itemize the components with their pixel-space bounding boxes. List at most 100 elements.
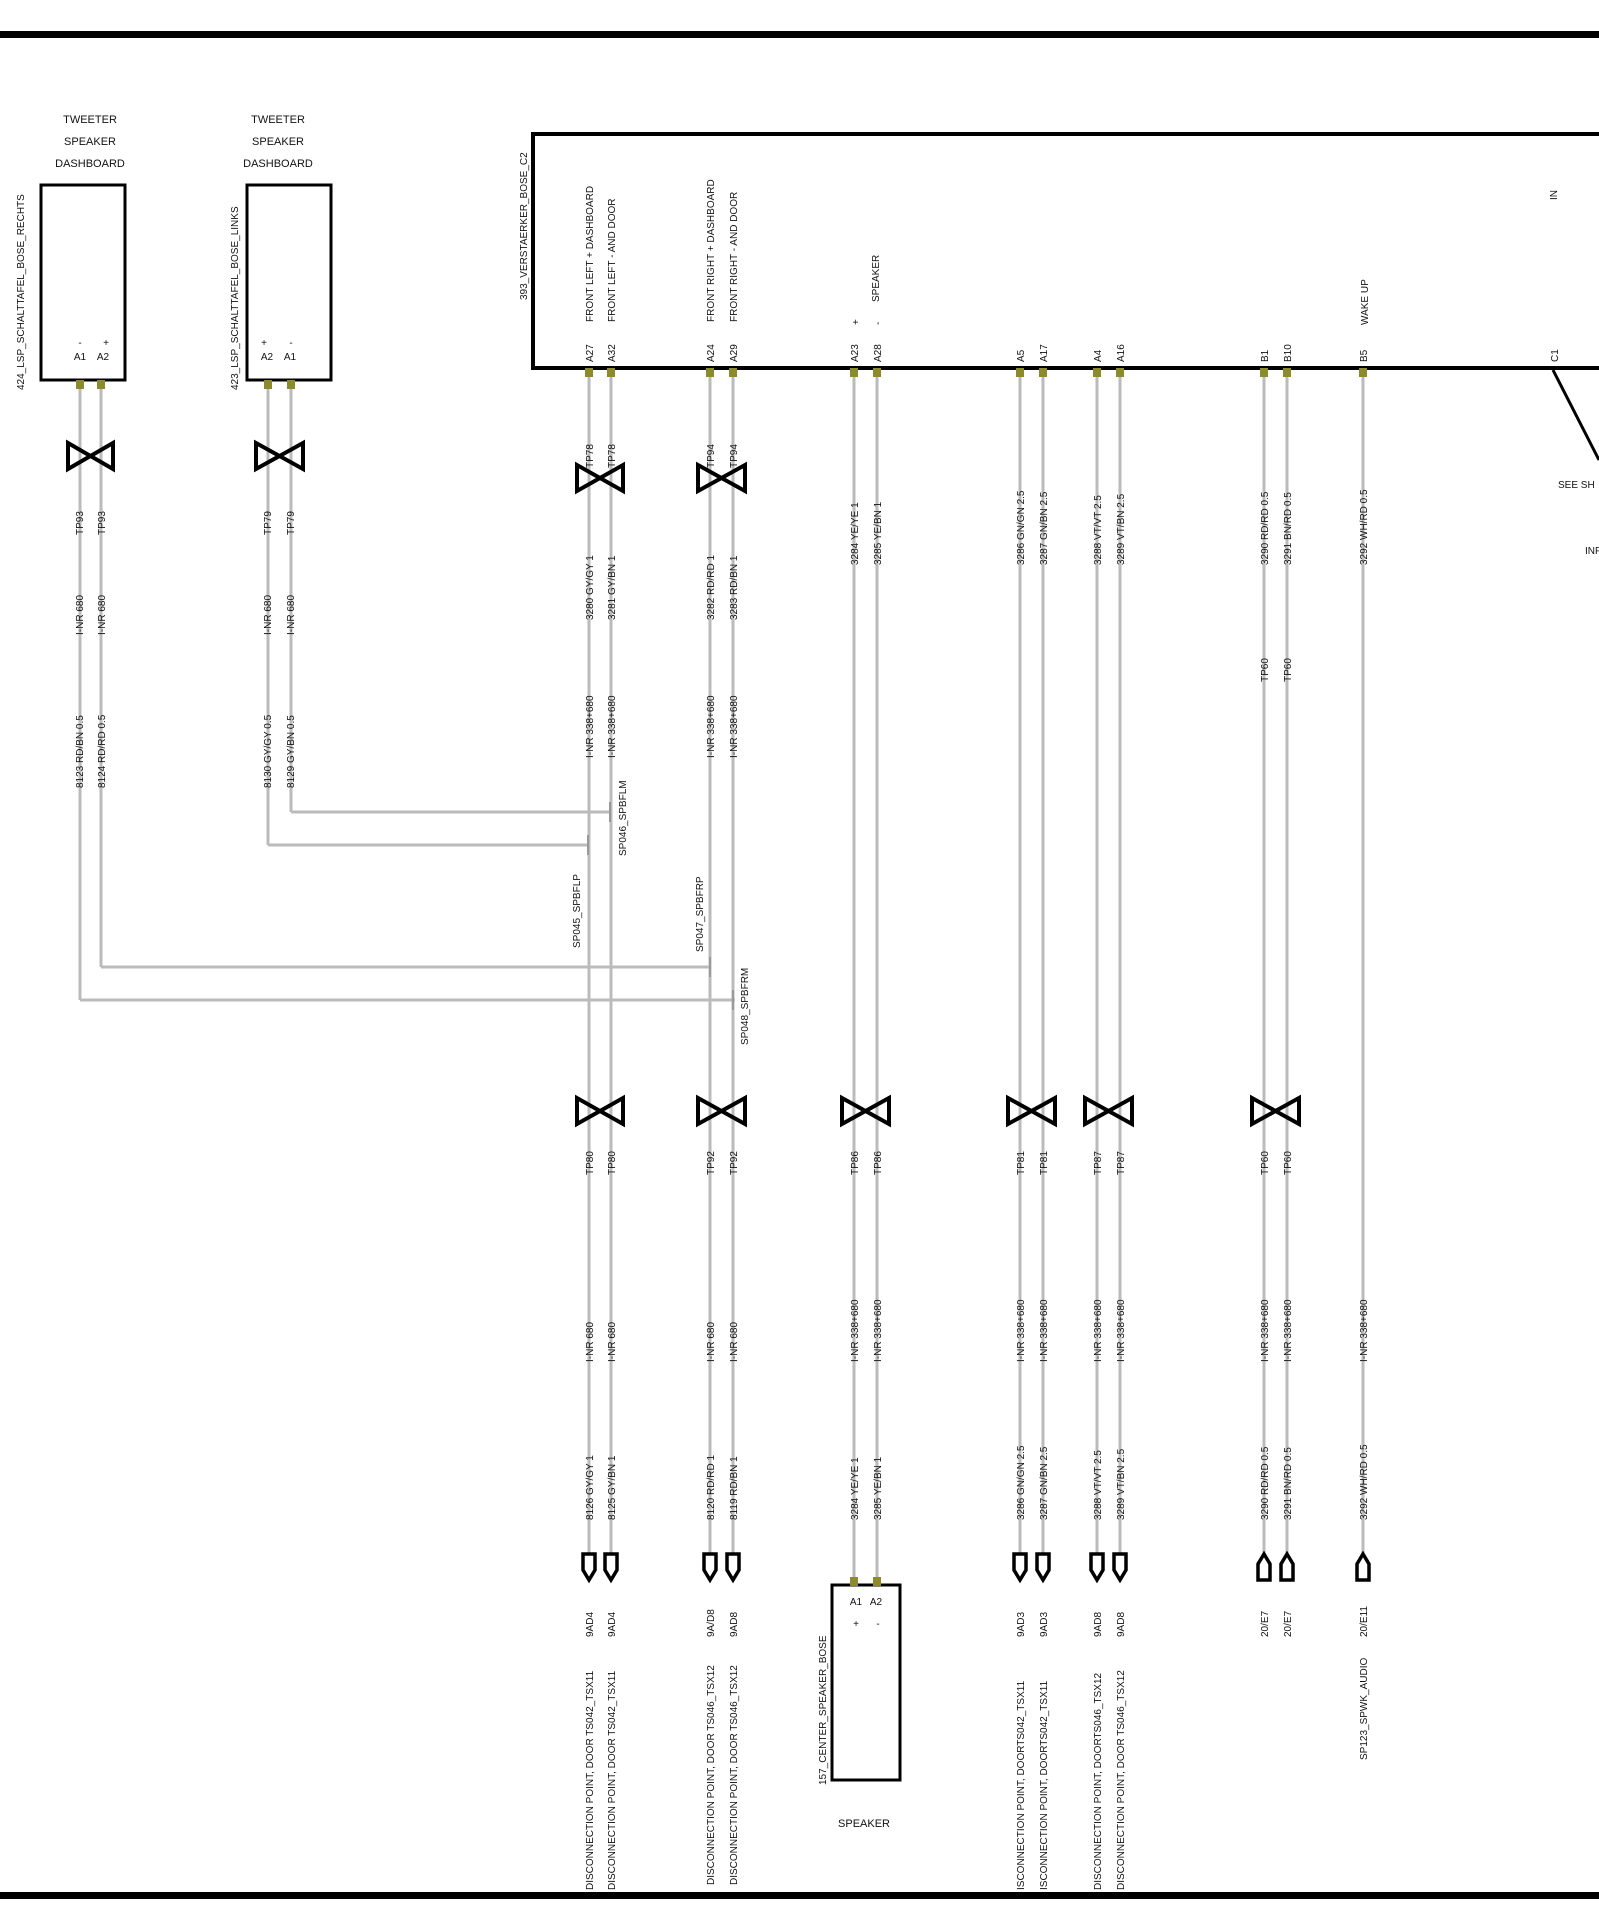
tweeter-right-pin-a1: A1: [74, 352, 87, 363]
terminal-up-2[interactable]: [1355, 1550, 1371, 1582]
terminal-down-4[interactable]: [1012, 1552, 1028, 1584]
bottom-wire-label-1: 8125 GY/BN 1: [607, 1455, 618, 1520]
amplifier-box[interactable]: [531, 132, 1599, 370]
destination-3: DISCONNECTION POINT, DOOR TS046_TSX12: [729, 1665, 740, 1885]
amp-wire-label-7: 3287 GN/BN 2.5: [1039, 491, 1050, 565]
tweeter-right-name: 424_LSP_SCHALTTAFEL_BOSE_RECHTS: [16, 194, 27, 390]
splice-ticks: [587, 802, 734, 1010]
bottom-wire-label-6: 3286 GN/GN 2.5: [1016, 1445, 1027, 1520]
terminal-down-0[interactable]: [581, 1552, 597, 1584]
bottom-wire-label-5: 3285 YE/BN 1: [873, 1456, 884, 1520]
amp-wire-label-2: 3282 RD/RD 1: [706, 555, 717, 620]
tweeter-left-box[interactable]: [245, 183, 333, 382]
center-speaker-sign-minus: -: [876, 1619, 879, 1630]
bottom-wire-label-3: 8119 RD/BN 1: [729, 1456, 740, 1520]
bottom-wire-label-4: 3284 YE/YE 1: [850, 1457, 861, 1520]
amp-pin-a23: A23: [850, 344, 861, 362]
tp60-mid-right: TP60: [1283, 658, 1294, 682]
destination-6: DISCONNECTION POINT, DOORTS046_TSX12: [1093, 1672, 1104, 1890]
tweeter-right-ins-2: I-NR 680: [97, 595, 108, 635]
bottom-connector-label-6: TP81: [1016, 1151, 1027, 1175]
destination-4: ISCONNECTION POINT, DOORTS042_TSX11: [1016, 1680, 1027, 1890]
tweeter-left-sign-a1: -: [289, 338, 292, 349]
tp94-right-label: TP94: [729, 444, 740, 468]
bottom-insulation-7: I-NR 338+680: [1039, 1299, 1050, 1362]
connector-symbols: [66, 439, 1301, 1128]
center-speaker-box[interactable]: [830, 1583, 902, 1782]
bottom-insulation-8: I-NR 338+680: [1093, 1299, 1104, 1362]
terminal-down-5[interactable]: [1035, 1552, 1051, 1584]
amp-pin-b10: B10: [1283, 344, 1294, 362]
tp79-right-label: TP79: [286, 511, 297, 535]
bottom-insulation-12: I-NR 338+680: [1359, 1299, 1370, 1362]
connector-tp78: [575, 461, 625, 495]
bottom-connector-label-9: TP87: [1116, 1151, 1127, 1175]
terminal-up-0[interactable]: [1256, 1550, 1272, 1582]
bottom-connector-label-7: TP81: [1039, 1151, 1050, 1175]
connector-tp94: [696, 461, 747, 495]
amp-pin-a17: A17: [1039, 344, 1050, 362]
terminal-up-1[interactable]: [1279, 1550, 1295, 1582]
center-speaker-sign-plus: +: [853, 1619, 859, 1630]
bottom-connector-label-4: TP86: [850, 1151, 861, 1175]
connector-tp60: [1250, 1094, 1301, 1128]
bottom-insulation-4: I-NR 338+680: [850, 1299, 861, 1362]
amp-wire-label-5: 3285 YE/BN 1: [873, 501, 884, 565]
amp-see-sheet: SEE SH: [1558, 480, 1595, 491]
tweeter-left-pin-a1: A1: [284, 352, 297, 363]
destination-8: SP123_SPWK_AUDIO: [1359, 1658, 1370, 1760]
amp-wake-up-label: WAKE UP: [1360, 279, 1371, 325]
terminal-down-7[interactable]: [1112, 1552, 1128, 1584]
reference-9: 20/E7: [1283, 1610, 1294, 1637]
tweeter-right-ins-1: I-NR 680: [75, 595, 86, 635]
terminal-down-1[interactable]: [603, 1552, 619, 1584]
destination-2: DISCONNECTION POINT, DOOR TS046_TSX12: [706, 1665, 717, 1885]
wire-label-8129: 8129 GY/BN 0.5: [286, 715, 297, 788]
tp79-left-label: TP79: [263, 511, 274, 535]
splice-sp046: SP046_SPBFLM: [618, 780, 629, 856]
bottom-connector-label-3: TP92: [729, 1151, 740, 1175]
tweeter-right-title-1: TWEETER: [63, 114, 117, 126]
bottom-insulation-3: I-NR 680: [729, 1322, 740, 1362]
amp-wire-label-12: 3292 WH/RD 0.5: [1359, 489, 1370, 565]
bottom-insulation-5: I-NR 338+680: [873, 1299, 884, 1362]
bottom-insulation-10: I-NR 338+680: [1260, 1299, 1271, 1362]
amp-pin-a27: A27: [585, 344, 596, 362]
bottom-wire-label-8: 3288 VT/VT 2.5: [1093, 1450, 1104, 1520]
bottom-insulation-9: I-NR 338+680: [1116, 1299, 1127, 1362]
tweeter-right-box[interactable]: [39, 183, 127, 382]
terminal-down-3[interactable]: [725, 1552, 741, 1584]
bottom-wire-label-11: 3291 BN/RD 0.5: [1283, 1447, 1294, 1520]
amp-ins-1: I-NR 338+680: [585, 695, 596, 758]
amp-pin-a24: A24: [706, 344, 717, 362]
reference-7: 9AD8: [1116, 1612, 1127, 1637]
tweeter-right-pin-a2: A2: [97, 352, 110, 363]
bottom-border: [0, 1892, 1599, 1899]
bottom-connector-label-10: TP60: [1260, 1151, 1271, 1175]
center-speaker-pin-a2: A2: [870, 1597, 883, 1608]
amp-ins-3: I-NR 338+680: [706, 695, 717, 758]
connector-tp81: [1006, 1094, 1057, 1128]
amp-in-label: IN: [1549, 190, 1560, 200]
bottom-wire-label-10: 3290 RD/RD 0.5: [1260, 1446, 1271, 1520]
tweeter-left-name: 423_LSP_SCHALTTAFEL_BOSE_LINKS: [230, 206, 241, 390]
splice-sp045: SP045_SPBFLP: [572, 874, 583, 948]
destination-7: DISCONNECTION POINT, DOOR TS046_TSX12: [1116, 1670, 1127, 1890]
terminal-down-2[interactable]: [702, 1552, 718, 1584]
reference-3: 9AD8: [729, 1612, 740, 1637]
bottom-insulation-1: I-NR 680: [607, 1322, 618, 1362]
terminal-symbols: [581, 1550, 1371, 1584]
bottom-connector-label-0: TP80: [585, 1151, 596, 1175]
amp-ins-4: I-NR 338+680: [729, 695, 740, 758]
terminal-down-6[interactable]: [1089, 1552, 1105, 1584]
bottom-wire-label-9: 3289 VT/BN 2.5: [1116, 1448, 1127, 1520]
bottom-wire-label-0: 8126 GY/GY 1: [585, 1455, 596, 1520]
amplifier-name: 393_VERSTAERKER_BOSE_C2: [519, 152, 530, 300]
tweeter-left-sign-a2: +: [261, 338, 267, 349]
bottom-connector-label-5: TP86: [873, 1151, 884, 1175]
amp-group-front-left-plus: FRONT LEFT + DASHBOARD: [585, 186, 596, 322]
wire-label-8124: 8124 RD/RD 0.5: [97, 714, 108, 788]
